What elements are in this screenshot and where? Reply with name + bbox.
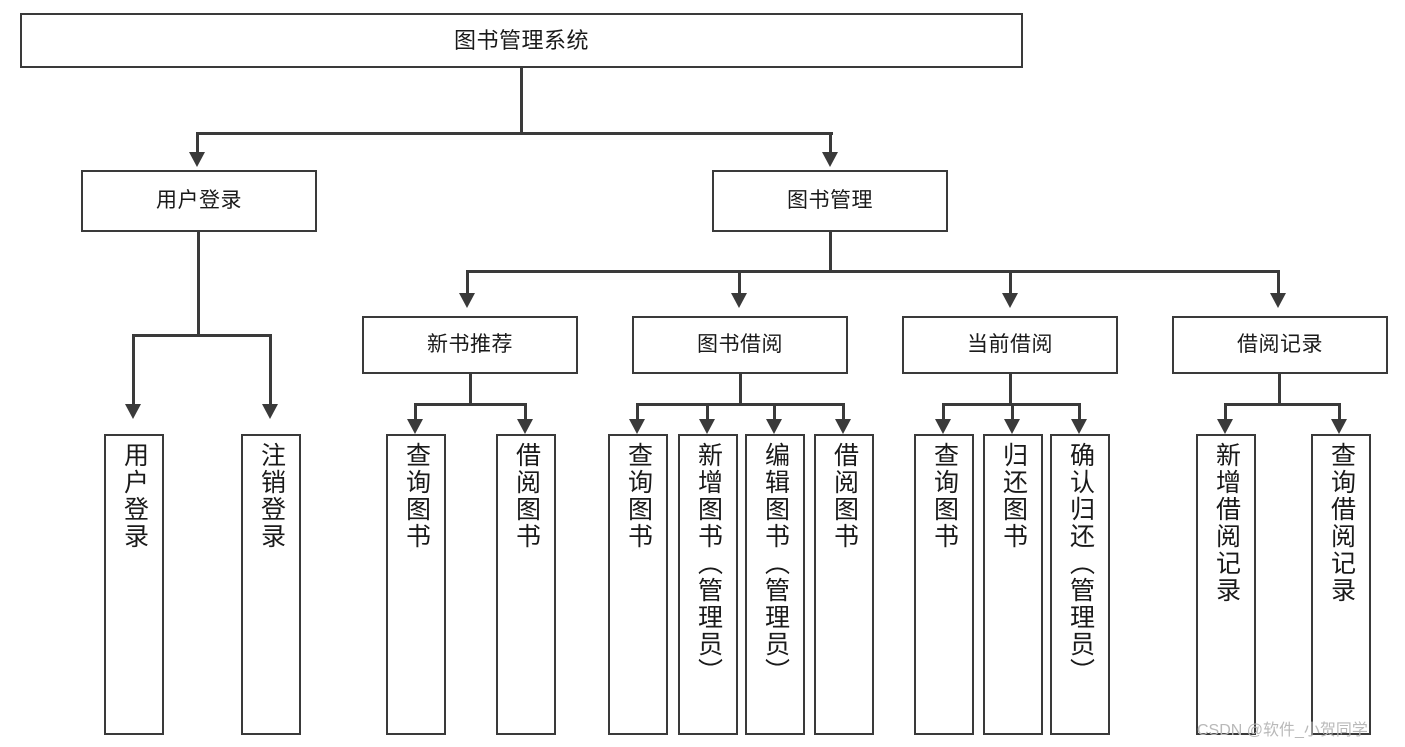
connector-root-stem (520, 68, 523, 134)
arrowhead-new-book-leaf-1 (407, 419, 423, 434)
arrowhead-user-login-leaf-1 (125, 404, 141, 419)
connector-new-book-leaf-2 (524, 403, 527, 421)
arrowhead-borrow-record-leaf-2 (1331, 419, 1347, 434)
node-book-management[interactable]: 图书管理 (712, 170, 948, 232)
leaf-user-login-login[interactable]: 用户登录 (104, 434, 164, 735)
leaf-borrow-record-add-record[interactable]: 新增借阅记录 (1196, 434, 1256, 735)
connector-book-borrow-leaf-4 (842, 403, 845, 421)
node-book-borrow[interactable]: 图书借阅 (632, 316, 848, 374)
leaf-user-login-logout[interactable]: 注销登录 (241, 434, 301, 735)
node-label: 借阅记录 (1237, 332, 1323, 356)
arrowhead-current-borrow-leaf-3 (1071, 419, 1087, 434)
connector-book-borrow-stem (739, 374, 742, 406)
node-label: 图书管理系统 (453, 27, 589, 53)
connector-borrow-record-bus (1224, 403, 1341, 406)
connector-bm-to-current-borrow (1009, 270, 1012, 295)
leaf-book-borrow-borrow-book[interactable]: 借阅图书 (814, 434, 874, 735)
node-label: 新增借阅记录 (1212, 442, 1241, 604)
node-label: 图书借阅 (697, 332, 783, 356)
leaf-book-borrow-edit-book-admin[interactable]: 编辑图书（管理员） (745, 434, 805, 735)
connector-bm-to-borrow-record (1277, 270, 1280, 295)
leaf-current-borrow-return-book[interactable]: 归还图书 (983, 434, 1043, 735)
connector-book-borrow-leaf-1 (636, 403, 639, 421)
connector-user-login-to-leaf-1 (132, 334, 135, 406)
connector-bm-to-new-book (466, 270, 469, 295)
connector-borrow-record-leaf-1 (1224, 403, 1227, 421)
connector-book-borrow-leaf-3 (773, 403, 776, 421)
node-label: 图书管理 (787, 188, 873, 212)
arrowhead-bm-to-current-borrow (1002, 293, 1018, 308)
connector-new-book-bus (414, 403, 527, 406)
node-label: 用户登录 (156, 188, 242, 212)
node-label: 确认归还（管理员） (1066, 442, 1095, 685)
connector-book-management-bus (466, 270, 1280, 273)
leaf-borrow-record-query-record[interactable]: 查询借阅记录 (1311, 434, 1371, 735)
node-label: 当前借阅 (967, 332, 1053, 356)
arrowhead-root-to-user-login (189, 152, 205, 167)
node-label: 查询图书 (402, 442, 431, 550)
node-label: 归还图书 (999, 442, 1028, 550)
connector-root-to-user-login (196, 132, 199, 155)
node-new-book-recommend[interactable]: 新书推荐 (362, 316, 578, 374)
leaf-new-book-query-book[interactable]: 查询图书 (386, 434, 446, 735)
leaf-current-borrow-query-book[interactable]: 查询图书 (914, 434, 974, 735)
node-current-borrow[interactable]: 当前借阅 (902, 316, 1118, 374)
connector-new-book-stem (469, 374, 472, 406)
connector-new-book-leaf-1 (414, 403, 417, 421)
connector-current-borrow-leaf-1 (942, 403, 945, 421)
connector-book-borrow-leaf-2 (706, 403, 709, 421)
arrowhead-new-book-leaf-2 (517, 419, 533, 434)
node-label: 借阅图书 (830, 442, 859, 550)
arrowhead-borrow-record-leaf-1 (1217, 419, 1233, 434)
node-label: 用户登录 (120, 442, 149, 550)
node-label: 查询图书 (624, 442, 653, 550)
node-borrow-record[interactable]: 借阅记录 (1172, 316, 1388, 374)
arrowhead-book-borrow-leaf-4 (835, 419, 851, 434)
arrowhead-root-to-book-management (822, 152, 838, 167)
connector-book-borrow-bus (636, 403, 845, 406)
connector-root-to-book-management (829, 132, 832, 155)
node-root-book-management-system[interactable]: 图书管理系统 (20, 13, 1023, 68)
node-label: 查询图书 (930, 442, 959, 550)
connector-borrow-record-leaf-2 (1338, 403, 1341, 421)
leaf-new-book-borrow-book[interactable]: 借阅图书 (496, 434, 556, 735)
arrowhead-book-borrow-leaf-1 (629, 419, 645, 434)
node-user-login[interactable]: 用户登录 (81, 170, 317, 232)
connector-current-borrow-leaf-2 (1011, 403, 1014, 421)
node-label: 查询借阅记录 (1327, 442, 1356, 604)
node-label: 编辑图书（管理员） (761, 442, 790, 685)
node-label: 注销登录 (257, 442, 286, 550)
arrowhead-book-borrow-leaf-3 (766, 419, 782, 434)
arrowhead-user-login-leaf-2 (262, 404, 278, 419)
connector-root-bus (196, 132, 833, 135)
leaf-book-borrow-query-book[interactable]: 查询图书 (608, 434, 668, 735)
connector-user-login-to-leaf-2 (269, 334, 272, 406)
arrowhead-bm-to-new-book (459, 293, 475, 308)
leaf-book-borrow-add-book-admin[interactable]: 新增图书（管理员） (678, 434, 738, 735)
node-label: 新书推荐 (427, 332, 513, 356)
connector-borrow-record-stem (1278, 374, 1281, 406)
node-label: 借阅图书 (512, 442, 541, 550)
connector-user-login-stem (197, 232, 200, 337)
connector-user-login-bus (132, 334, 269, 337)
arrowhead-bm-to-borrow-record (1270, 293, 1286, 308)
node-label: 新增图书（管理员） (694, 442, 723, 685)
connector-current-borrow-leaf-3 (1078, 403, 1081, 421)
watermark-text: CSDN @软件_小贺同学 (1197, 722, 1368, 739)
arrowhead-current-borrow-leaf-1 (935, 419, 951, 434)
arrowhead-book-borrow-leaf-2 (699, 419, 715, 434)
connector-book-management-stem (829, 232, 832, 272)
leaf-current-borrow-confirm-return-admin[interactable]: 确认归还（管理员） (1050, 434, 1110, 735)
connector-current-borrow-stem (1009, 374, 1012, 406)
arrowhead-current-borrow-leaf-2 (1004, 419, 1020, 434)
connector-bm-to-book-borrow (738, 270, 741, 295)
arrowhead-bm-to-book-borrow (731, 293, 747, 308)
